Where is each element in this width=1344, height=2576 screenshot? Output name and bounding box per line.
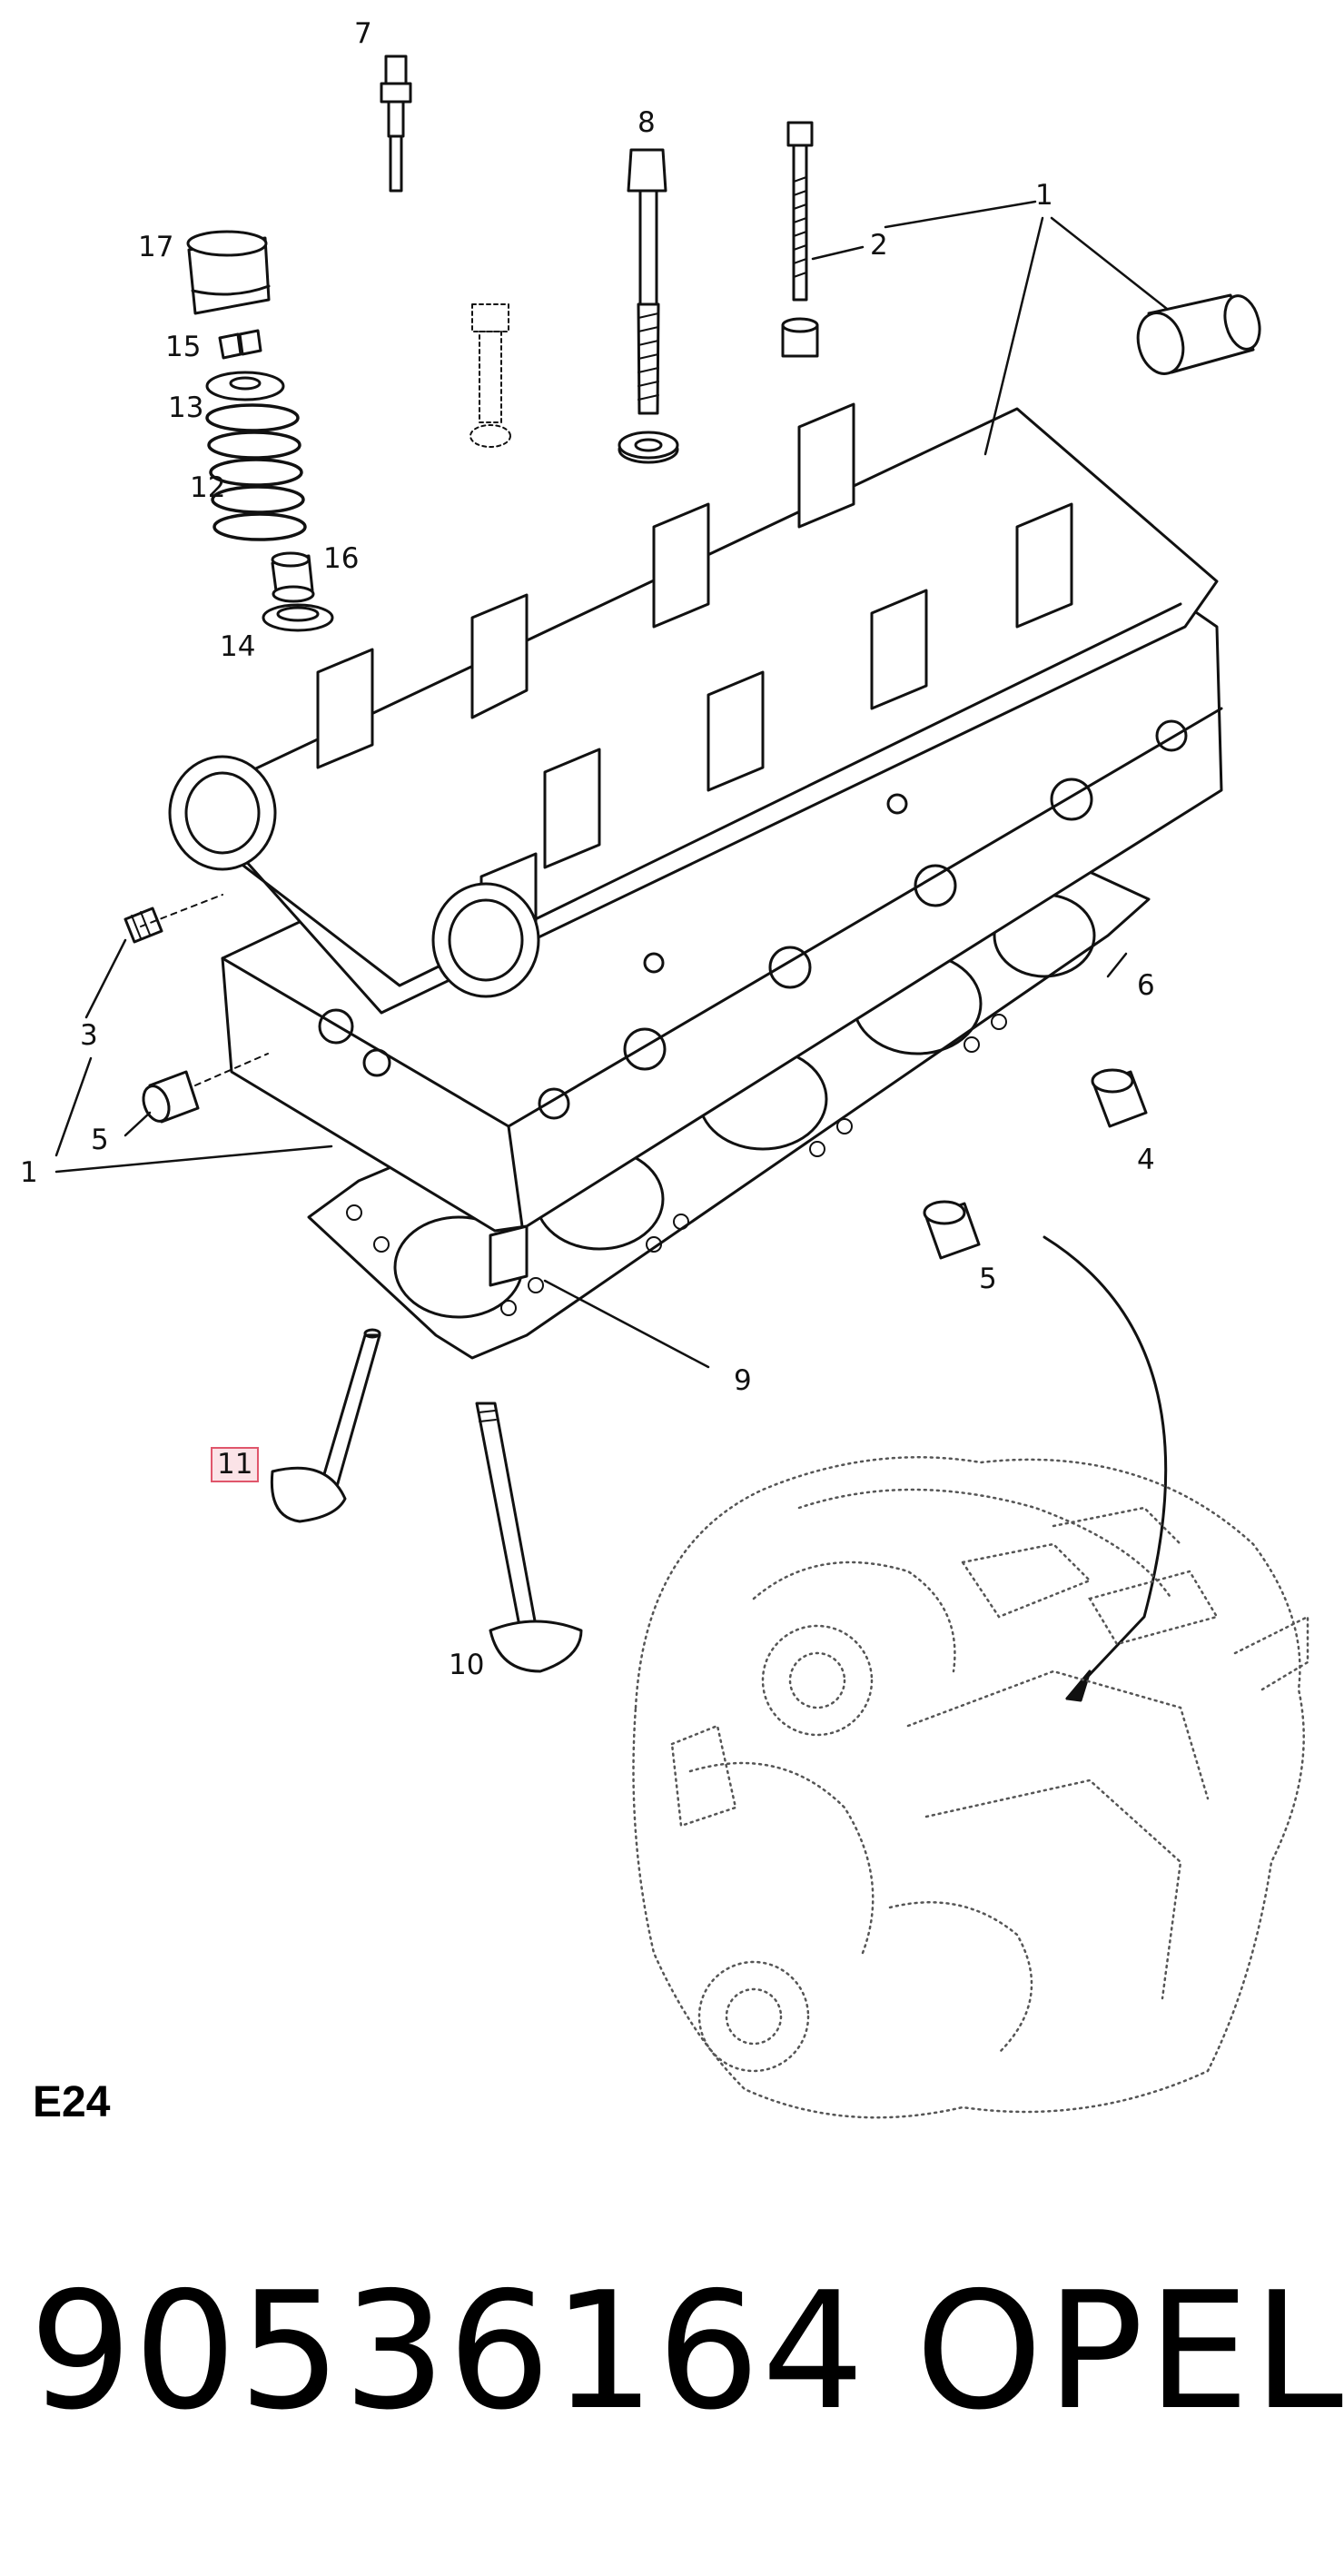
callout-12: 12 bbox=[190, 471, 226, 504]
callout-1b: 1 bbox=[20, 1156, 38, 1189]
callout-17: 17 bbox=[138, 231, 174, 263]
callout-2: 2 bbox=[870, 229, 888, 262]
callout-15: 15 bbox=[165, 331, 202, 363]
part-11-valve bbox=[270, 1328, 381, 1523]
callout-8: 8 bbox=[637, 106, 656, 139]
callout-5b: 5 bbox=[979, 1263, 997, 1295]
engine-silhouette bbox=[632, 1456, 1309, 2119]
part-14-washer bbox=[262, 603, 334, 632]
part-10-valve bbox=[475, 1402, 583, 1673]
cylinder-head bbox=[168, 402, 1223, 1233]
leader-lines bbox=[54, 200, 1169, 1369]
part-13-retainer bbox=[205, 371, 285, 401]
part-number: 90536164 bbox=[29, 2257, 866, 2445]
part-12-spring bbox=[205, 403, 307, 541]
part-8-head-bolt bbox=[618, 148, 679, 464]
callout-5: 5 bbox=[91, 1124, 109, 1156]
callout-10: 10 bbox=[449, 1649, 485, 1681]
ghost-bolt bbox=[469, 303, 511, 448]
callout-13: 13 bbox=[168, 391, 204, 424]
callout-6: 6 bbox=[1137, 969, 1155, 1002]
callout-11-highlighted[interactable]: 11 bbox=[211, 1447, 260, 1482]
callout-16: 16 bbox=[323, 542, 360, 575]
part-5-seal-right bbox=[923, 1200, 981, 1260]
part-1-sleeve bbox=[1136, 293, 1261, 375]
callout-7: 7 bbox=[354, 17, 372, 50]
callout-14: 14 bbox=[220, 630, 256, 663]
callout-3: 3 bbox=[80, 1019, 98, 1052]
part-5-seal-left bbox=[142, 1070, 200, 1124]
brand-name: OPEL bbox=[915, 2257, 1344, 2445]
callout-1: 1 bbox=[1035, 179, 1053, 212]
diagram-code: E24 bbox=[33, 2078, 111, 2126]
callout-9: 9 bbox=[734, 1364, 752, 1397]
part-15-collets bbox=[218, 329, 262, 360]
part-2-stud bbox=[781, 121, 819, 358]
part-7-bolt bbox=[380, 54, 412, 193]
part-16-stem-seal bbox=[271, 551, 315, 603]
part-17-tappet bbox=[186, 230, 271, 315]
location-arrow bbox=[1043, 1235, 1168, 1702]
dashed-guides bbox=[140, 894, 269, 1086]
callout-4: 4 bbox=[1137, 1144, 1155, 1176]
part-4-seal bbox=[1091, 1068, 1148, 1128]
